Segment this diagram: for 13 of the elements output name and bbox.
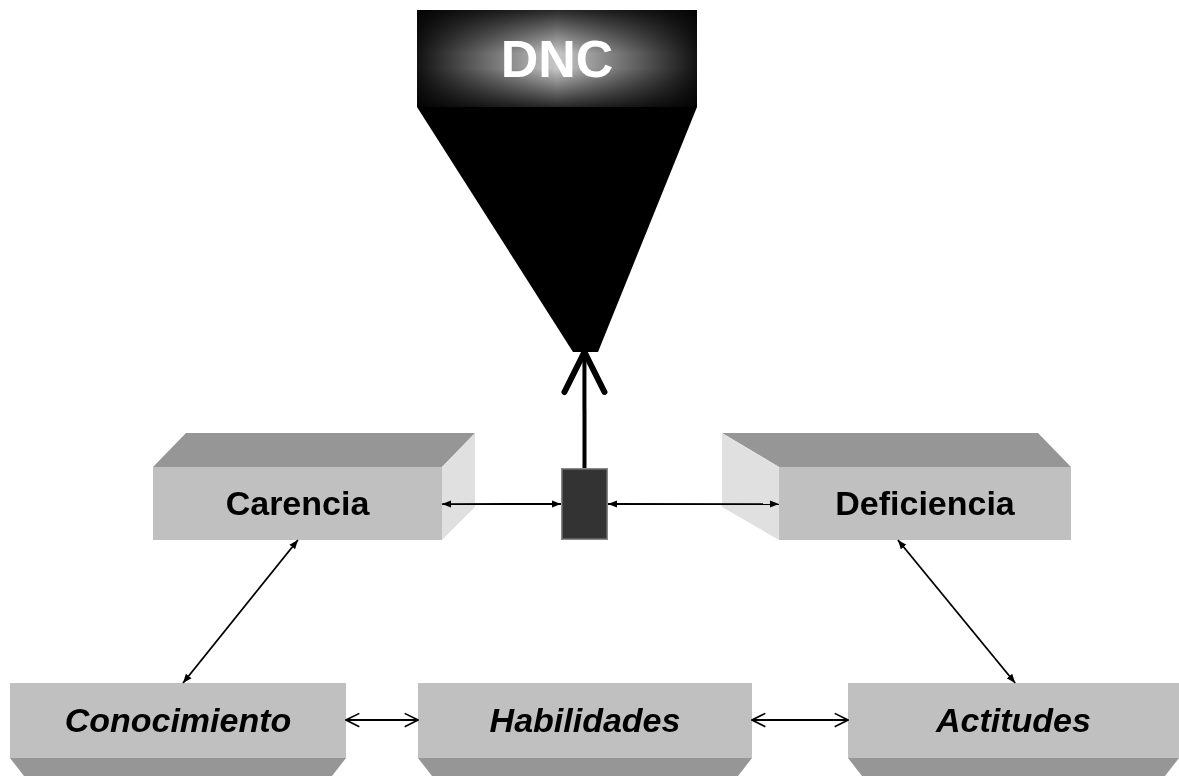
box-label: Actitudes <box>936 701 1091 740</box>
arrow <box>345 712 419 728</box>
arrow <box>561 349 608 468</box>
arrow <box>182 539 299 684</box>
box-label: DNC <box>500 28 614 89</box>
box-label: Deficiencia <box>835 484 1015 523</box>
box-label: Conocimiento <box>64 701 292 740</box>
box-label: Habilidades <box>489 701 681 740</box>
box-label: Carencia <box>225 484 370 523</box>
arrow <box>897 539 1017 684</box>
arrow <box>441 500 562 508</box>
arrow <box>751 712 849 728</box>
arrow <box>607 500 780 508</box>
